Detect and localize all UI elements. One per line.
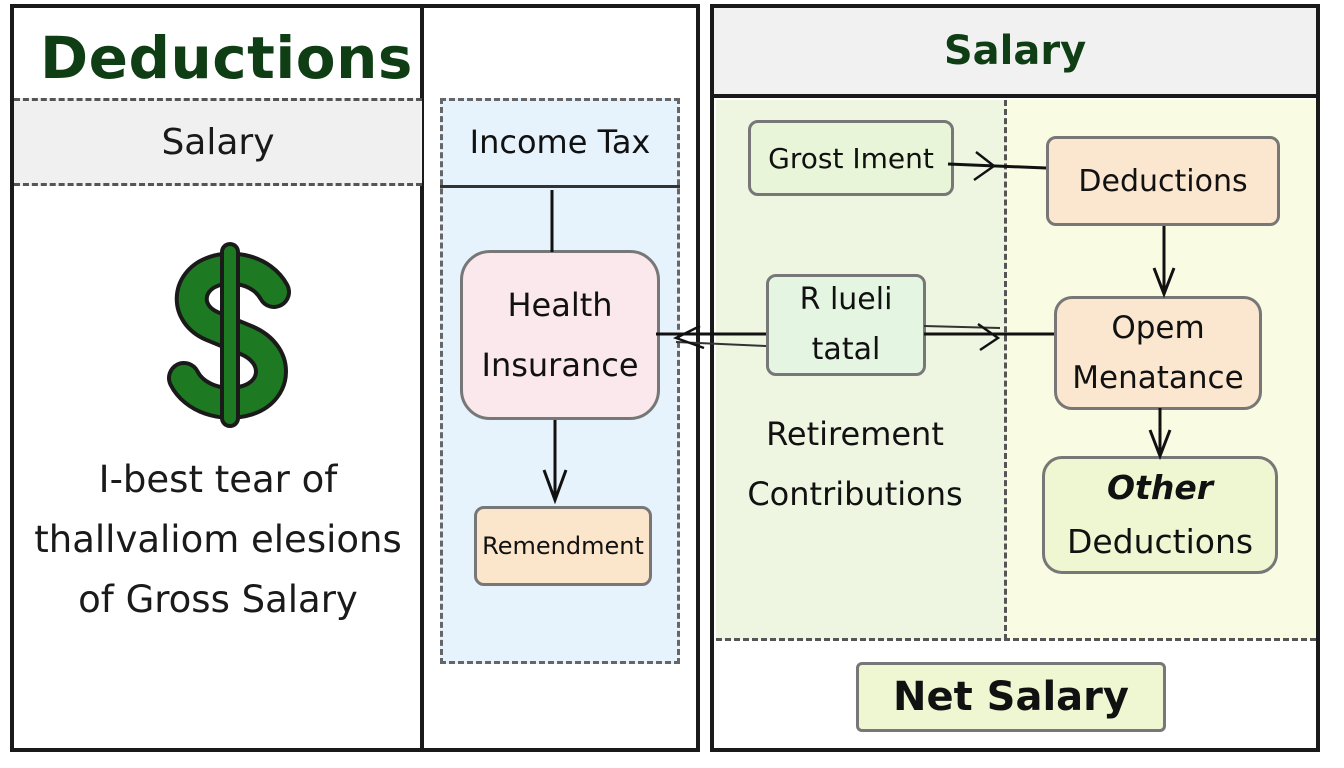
net-salary-node: Net Salary: [856, 662, 1166, 732]
salary-header-text: Salary: [943, 28, 1087, 74]
deductions-title: Deductions: [40, 24, 413, 92]
income-tax-text: Income Tax: [469, 122, 651, 161]
opem-menatance-node: Opem Menatance: [1054, 296, 1262, 410]
dollar-sign-icon: [150, 240, 310, 430]
deductions-text: Deductions: [1078, 163, 1248, 199]
salary-band: Salary: [14, 98, 422, 186]
retirement-line: Retirement: [766, 415, 944, 453]
caption-line: of Gross Salary: [78, 578, 358, 621]
opem-line: Menatance: [1072, 360, 1244, 396]
remendment-text: Remendment: [482, 532, 644, 560]
caption-line: thallvaliom elesions: [34, 518, 402, 561]
other-line: Other: [1107, 468, 1213, 507]
rlueli-tatal-node: R lueli tatal: [766, 274, 926, 376]
health-insurance-node: Health Insurance: [460, 250, 660, 420]
income-tax-label: Income Tax: [440, 98, 680, 188]
remendment-node: Remendment: [474, 506, 652, 586]
health-line: Insurance: [481, 346, 639, 384]
other-deductions-node: Other Deductions: [1042, 456, 1278, 574]
salary-header: Salary: [714, 8, 1316, 98]
net-salary-text: Net Salary: [893, 674, 1129, 720]
rlueli-line: tatal: [811, 332, 881, 367]
opem-line: Opem: [1111, 310, 1205, 346]
left-caption: I-best tear of thallvaliom elesions of G…: [14, 450, 422, 630]
rlueli-line: R lueli: [799, 282, 893, 317]
salary-band-label: Salary: [161, 121, 275, 163]
retirement-line: Contributions: [747, 475, 963, 513]
grost-text: Grost Iment: [768, 141, 934, 175]
caption-line: I-best tear of: [98, 458, 338, 501]
other-line: Deductions: [1066, 522, 1254, 561]
vertical-divider: [1004, 100, 1007, 640]
health-line: Health: [507, 286, 613, 324]
retirement-contributions-label: Retirement Contributions: [730, 404, 980, 524]
horizontal-divider: [716, 638, 1316, 641]
deductions-node: Deductions: [1046, 136, 1280, 226]
grost-iment-node: Grost Iment: [748, 120, 954, 196]
